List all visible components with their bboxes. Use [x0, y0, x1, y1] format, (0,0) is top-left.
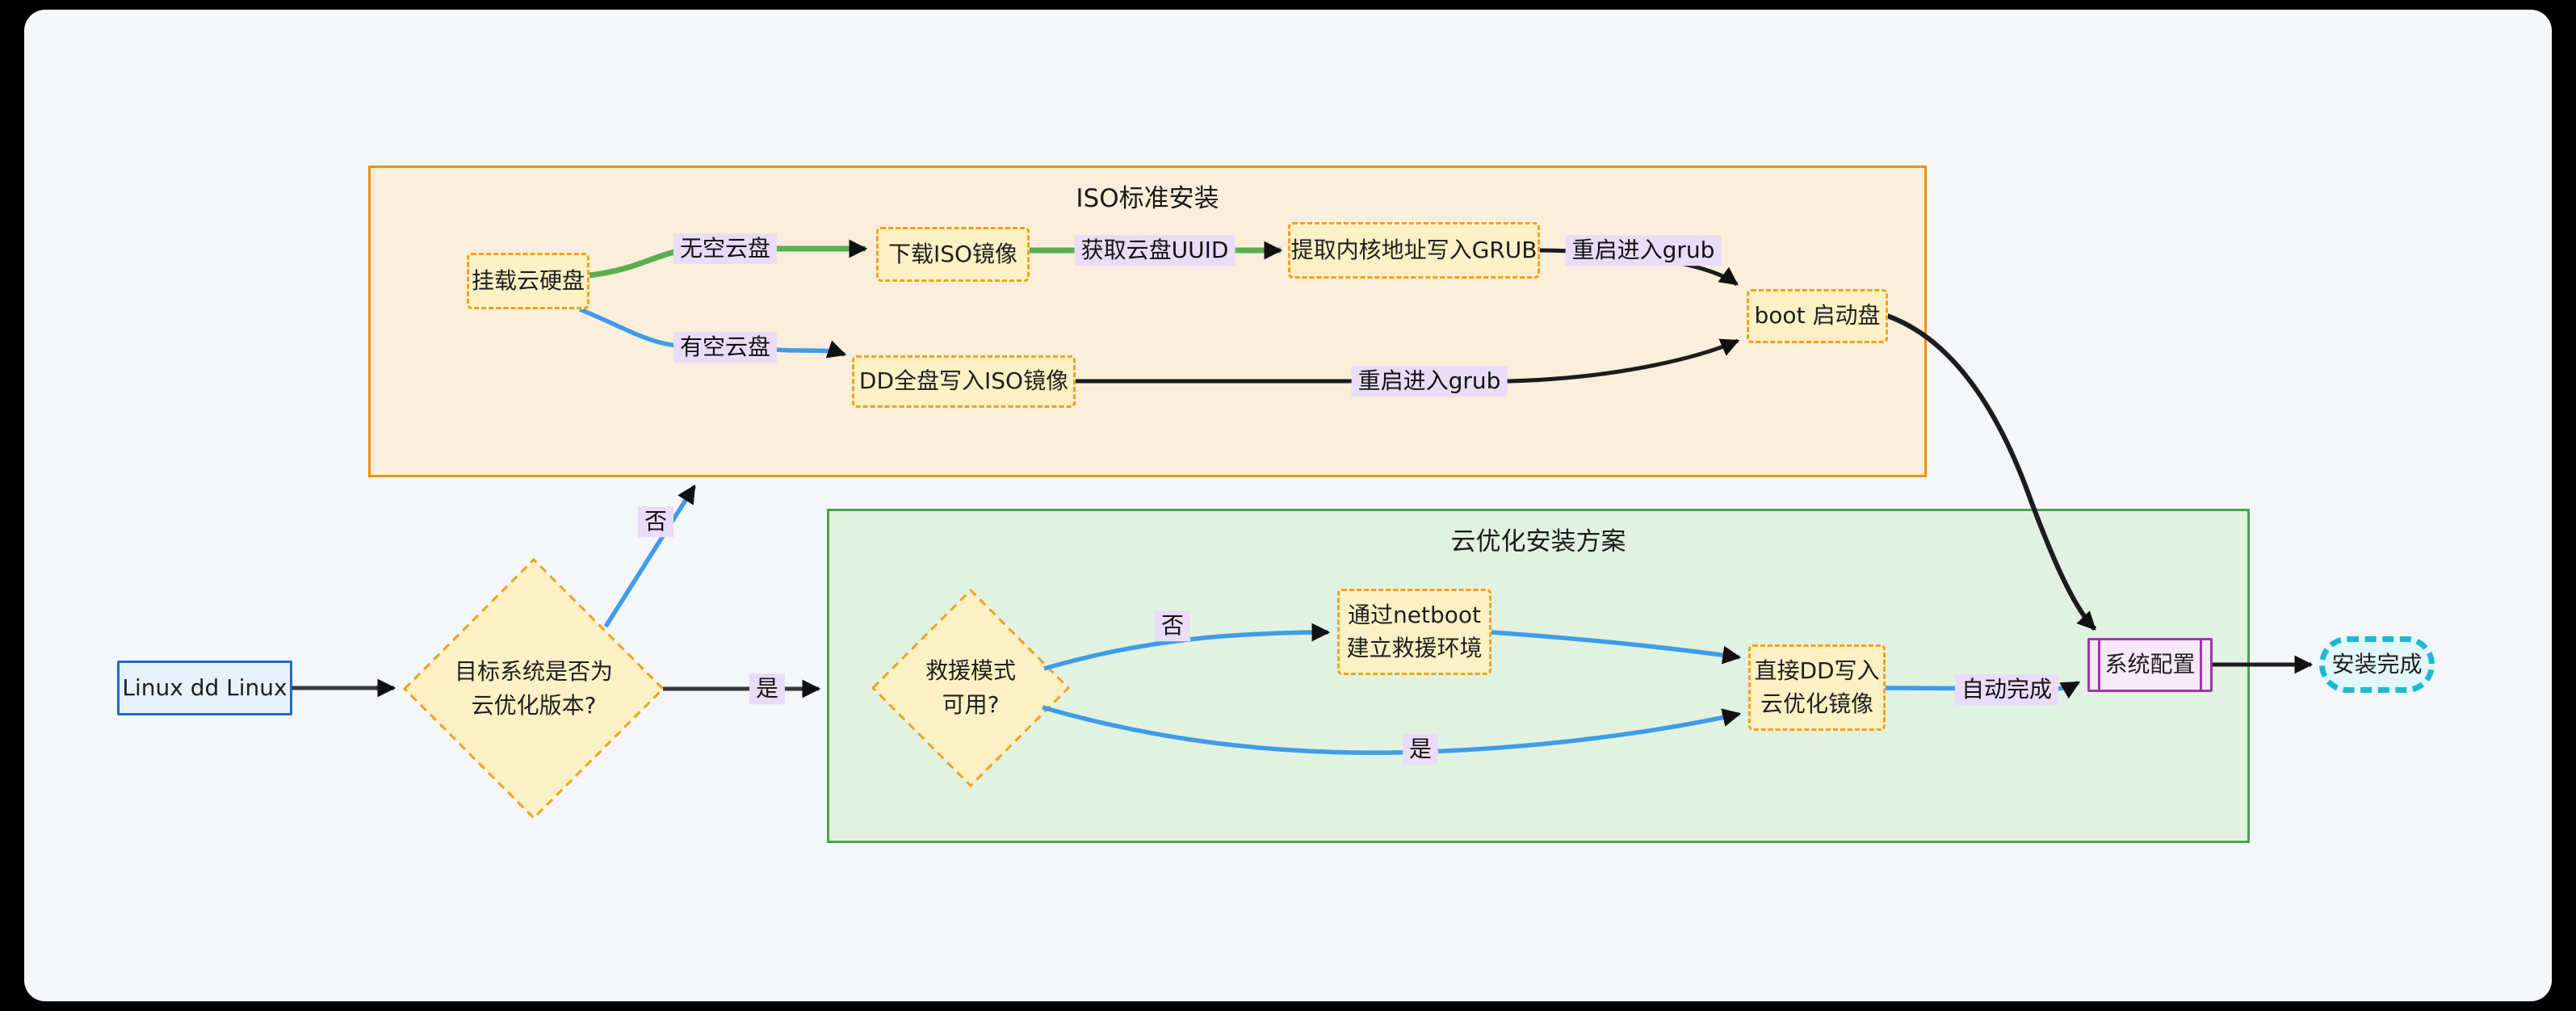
decision-target-diamond — [402, 557, 665, 820]
edge-label-disk-none: 无空云盘 — [673, 233, 778, 264]
sysconfig-right-bar — [2200, 640, 2202, 690]
node-done: 安装完成 — [2319, 636, 2435, 693]
edge-label-disk-has: 有空云盘 — [673, 332, 778, 363]
node-netboot: 通过netboot 建立救援环境 — [1337, 589, 1491, 675]
node-sysconfig: 系统配置 — [2087, 638, 2213, 692]
decision-rescue-text: 救援模式 可用? — [890, 652, 1051, 724]
subgraph-cloud-title: 云优化安装方案 — [1450, 527, 1626, 556]
edge-rescue-yes-to-dddirect — [1042, 705, 1742, 755]
edge-label-target-yes: 是 — [749, 673, 786, 704]
edge-label-rescue-no: 否 — [1154, 610, 1191, 641]
node-mount-disk: 挂载云硬盘 — [467, 253, 589, 309]
edge-rescue-no-to-netboot — [1043, 623, 1331, 671]
decision-target-line1: 目标系统是否为 — [454, 658, 613, 685]
subgraph-iso-title: ISO标准安装 — [1076, 184, 1219, 213]
node-download-iso: 下载ISO镜像 — [876, 227, 1030, 282]
node-boot-disk-label: boot 启动盘 — [1754, 302, 1881, 329]
node-dd-iso-label: DD全盘写入ISO镜像 — [858, 367, 1069, 395]
decision-target-line2: 云优化版本? — [471, 692, 597, 719]
node-netboot-line1: 通过netboot — [1348, 601, 1481, 628]
node-dd-direct-line1: 直接DD写入 — [1754, 657, 1880, 684]
node-dd-direct-line2: 云优化镜像 — [1760, 690, 1873, 717]
node-extract-kernel: 提取内核地址写入GRUB — [1288, 222, 1540, 279]
edge-ddiso-to-boot — [1076, 338, 1740, 384]
node-dd-direct: 直接DD写入 云优化镜像 — [1748, 644, 1886, 731]
decision-rescue-line1: 救援模式 — [925, 657, 1016, 684]
edge-label-get-uuid: 获取云盘UUID — [1074, 235, 1236, 266]
node-mount-disk-label: 挂载云硬盘 — [471, 266, 585, 294]
edge-label-reboot-grub-2: 重启进入grub — [1351, 366, 1508, 396]
edge-label-rescue-yes: 是 — [1402, 734, 1439, 765]
decision-rescue-diamond — [871, 588, 1071, 788]
node-extract-kernel-label: 提取内核地址写入GRUB — [1290, 236, 1538, 263]
sysconfig-left-bar — [2098, 640, 2100, 690]
edge-label-auto-done: 自动完成 — [1954, 674, 2059, 705]
edge-label-reboot-grub-1: 重启进入grub — [1565, 235, 1722, 266]
edge-target-no-to-iso — [603, 485, 697, 628]
edge-boot-to-sysconfig — [1886, 313, 2097, 631]
node-sysconfig-label: 系统配置 — [2104, 651, 2196, 678]
node-start: Linux dd Linux — [117, 661, 292, 715]
node-download-iso-label: 下载ISO镜像 — [887, 240, 1018, 267]
node-start-label: Linux dd Linux — [122, 673, 287, 701]
node-dd-iso: DD全盘写入ISO镜像 — [852, 355, 1076, 408]
edge-netboot-to-dddirect — [1491, 630, 1742, 665]
subgraph-iso: ISO标准安装 — [368, 166, 1927, 477]
decision-rescue-line2: 可用? — [942, 691, 1000, 718]
node-boot-disk: boot 启动盘 — [1747, 289, 1888, 343]
node-done-label: 安装完成 — [2331, 650, 2423, 677]
edge-label-target-no: 否 — [637, 506, 674, 537]
node-netboot-line2: 建立救援环境 — [1346, 634, 1483, 661]
decision-target-text: 目标系统是否为 云优化版本? — [421, 653, 647, 724]
